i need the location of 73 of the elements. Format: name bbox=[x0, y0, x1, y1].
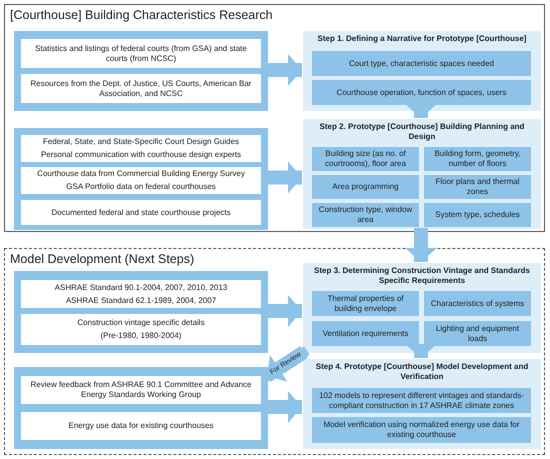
source-card bbox=[21, 314, 261, 345]
source-card bbox=[21, 280, 261, 308]
requirement-card bbox=[424, 147, 531, 171]
requirement-card bbox=[312, 80, 531, 105]
source-panel bbox=[14, 271, 268, 353]
requirement-card bbox=[424, 321, 531, 346]
card-text: Resources from the Dept. of Justice, US Courts, American Bar Association, and NCSC bbox=[30, 78, 252, 98]
card-text: Documented federal and state courthouse projects bbox=[51, 208, 231, 218]
step-heading: Step 4. Prototype [Courthouse] Model Development and Verification bbox=[314, 361, 530, 382]
source-panel bbox=[14, 367, 268, 449]
card-text: ASHRAE Standard 62.1-1989, 2004, 2007 bbox=[66, 296, 216, 306]
requirement-card bbox=[312, 147, 419, 171]
card-text: Building form, geometry, number of floors bbox=[433, 149, 522, 169]
requirement-card bbox=[312, 291, 419, 316]
card-text: Construction vintage specific details bbox=[77, 318, 205, 328]
block-arrow bbox=[405, 104, 437, 118]
step-heading: Step 3. Determining Construction Vintage and Standards Specific Requirements bbox=[313, 265, 531, 286]
step-panel bbox=[303, 119, 541, 229]
source-card bbox=[21, 39, 261, 68]
block-arrow bbox=[267, 295, 302, 327]
block-arrow bbox=[405, 344, 437, 358]
card-text: Court type, characteristic spaces needed bbox=[349, 58, 494, 68]
requirement-card bbox=[424, 291, 531, 316]
card-text: Construction type, window area bbox=[318, 205, 414, 225]
source-card bbox=[21, 74, 261, 103]
card-text: Lighting and equipment loads bbox=[434, 324, 520, 344]
card-text: System type, schedules bbox=[435, 210, 520, 220]
block-arrow bbox=[267, 391, 302, 423]
source-card bbox=[21, 135, 261, 162]
requirement-card bbox=[312, 321, 419, 346]
source-card bbox=[21, 200, 261, 225]
section-frame bbox=[4, 4, 545, 232]
card-text: Model verification using normalized energy use data for existing courthouse bbox=[322, 420, 521, 440]
card-text: Courthouse operation, function of spaces, users bbox=[336, 88, 506, 98]
block-arrow bbox=[267, 162, 302, 194]
card-text: Federal, State, and State-Specific Court Design Guides bbox=[42, 137, 240, 147]
requirement-card bbox=[424, 203, 531, 227]
card-text: Personal communication with courthouse design experts bbox=[40, 150, 242, 160]
card-text: Floor plans and thermal zones bbox=[434, 177, 521, 197]
step-panel bbox=[303, 359, 541, 449]
source-card bbox=[21, 167, 261, 194]
block-arrow bbox=[267, 54, 302, 86]
block-arrow bbox=[405, 228, 437, 262]
card-text: Statistics and listings of federal courts (from GSA) and state courts (from NCSC) bbox=[34, 44, 248, 64]
source-card bbox=[21, 376, 261, 404]
card-text: Thermal properties of building envelope bbox=[326, 294, 405, 314]
requirement-card bbox=[312, 203, 419, 227]
source-card bbox=[21, 412, 261, 440]
source-panel bbox=[14, 128, 268, 230]
card-text: Area programming bbox=[332, 182, 399, 192]
requirement-card bbox=[312, 51, 531, 76]
requirement-card bbox=[424, 175, 531, 199]
requirement-card bbox=[312, 388, 531, 413]
card-text: Building size (as no. of courtrooms), floor area bbox=[324, 149, 407, 169]
card-text: Courthouse data from Commercial Building Energy Survey bbox=[37, 169, 245, 179]
source-panel bbox=[14, 31, 268, 111]
card-text: Characteristics of systems bbox=[430, 298, 524, 308]
card-text: ASHRAE Standard 90.1-2004, 2007, 2010, 2013 bbox=[54, 282, 228, 292]
section-frame bbox=[4, 248, 545, 455]
requirement-card bbox=[312, 417, 531, 443]
card-text: Ventilation requirements bbox=[322, 328, 408, 338]
card-text: Energy use data for existing courthouses bbox=[68, 421, 214, 431]
card-text: (Pre-1980, 1980-2004) bbox=[100, 331, 182, 341]
card-text: 102 models to represent different vintages and standards-compliant construction in 17 ASHRAE climate zones bbox=[318, 390, 525, 410]
card-text: Review feedback from ASHRAE 90.1 Committee and Advance Energy Standards Working Group bbox=[30, 380, 252, 400]
card-text: GSA Portfolio data on federal courthouses bbox=[66, 182, 216, 192]
step-heading: Step 1. Defining a Narrative for Prototype [Courthouse] bbox=[316, 33, 528, 44]
step-panel bbox=[303, 263, 541, 353]
requirement-card bbox=[312, 175, 419, 199]
step-heading: Step 2. Prototype [Courthouse] Building Planning and Design bbox=[318, 121, 526, 142]
step-panel bbox=[303, 31, 541, 111]
section-title: Model Development (Next Steps) bbox=[10, 252, 194, 267]
section-title: [Courthouse] Building Characteristics Research bbox=[10, 8, 273, 23]
